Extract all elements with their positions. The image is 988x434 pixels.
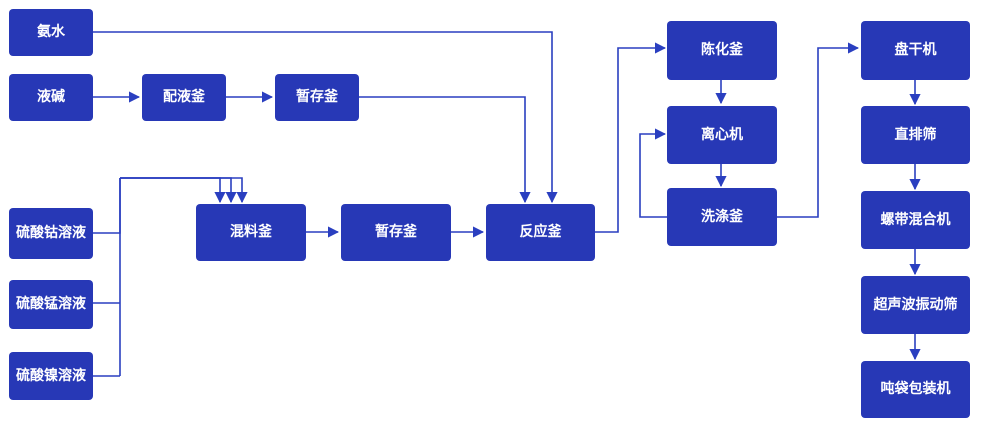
node-label: 离心机 xyxy=(701,126,743,143)
node-nickel-sulfate: 硫酸镍溶液 xyxy=(9,352,93,400)
node-label: 混料釜 xyxy=(230,224,272,240)
node-centrifuge: 离心机 xyxy=(667,106,777,164)
node-label: 直排筛 xyxy=(894,126,937,143)
node-temp-kettle-mid: 暂存釜 xyxy=(341,204,451,261)
node-linear-screen: 直排筛 xyxy=(861,106,970,164)
node-washing-kettle: 洗涤釜 xyxy=(667,188,777,246)
node-ammonia: 氨水 xyxy=(9,9,93,56)
node-label: 硫酸钴溶液 xyxy=(16,225,86,241)
connector-temp-top-to-reaction xyxy=(359,96,531,204)
connector-reaction-to-aging xyxy=(595,42,667,233)
node-cobalt-sulfate: 硫酸钴溶液 xyxy=(9,208,93,259)
connector-washing-to-centrifuge xyxy=(639,128,667,218)
node-reaction-kettle: 反应釜 xyxy=(486,204,595,261)
node-ribbon-mixer: 螺带混合机 xyxy=(861,191,970,249)
node-label: 暂存釜 xyxy=(296,89,338,105)
node-label: 陈化釜 xyxy=(701,42,743,58)
node-aging-kettle: 陈化釜 xyxy=(667,21,777,80)
connector-solutions-to-mixing-2 xyxy=(120,177,237,204)
node-mixing-kettle: 混料釜 xyxy=(196,204,306,261)
node-lye: 液碱 xyxy=(9,74,93,121)
node-ton-bag-packer: 吨袋包装机 xyxy=(861,361,970,418)
node-label: 超声波振动筛 xyxy=(873,296,958,313)
node-label: 硫酸镍溶液 xyxy=(16,367,86,384)
node-label: 螺带混合机 xyxy=(880,211,951,228)
connector-solutions-bus xyxy=(93,178,121,234)
connector-washing-to-dryer xyxy=(777,42,860,218)
node-label: 暂存釜 xyxy=(375,224,417,240)
connector-solutions-to-mixing-1 xyxy=(120,177,226,204)
node-ultrasonic-screen: 超声波振动筛 xyxy=(861,276,970,334)
node-tray-dryer: 盘干机 xyxy=(861,21,970,80)
node-label: 氨水 xyxy=(37,24,65,40)
node-temp-kettle-top: 暂存釜 xyxy=(275,74,359,121)
node-label: 配液釜 xyxy=(163,89,205,105)
node-label: 反应釜 xyxy=(519,224,562,240)
node-mix-liquid-kettle: 配液釜 xyxy=(142,74,226,121)
node-label: 液碱 xyxy=(37,89,65,105)
connector-ammonia-to-reaction xyxy=(93,31,558,204)
connector-solutions-to-mixing-3 xyxy=(120,177,248,204)
node-label: 硫酸锰溶液 xyxy=(16,296,86,312)
node-label: 洗涤釜 xyxy=(701,208,743,225)
node-label: 吨袋包装机 xyxy=(880,381,951,397)
node-manganese-sulfate: 硫酸锰溶液 xyxy=(9,280,93,329)
node-label: 盘干机 xyxy=(894,42,937,58)
